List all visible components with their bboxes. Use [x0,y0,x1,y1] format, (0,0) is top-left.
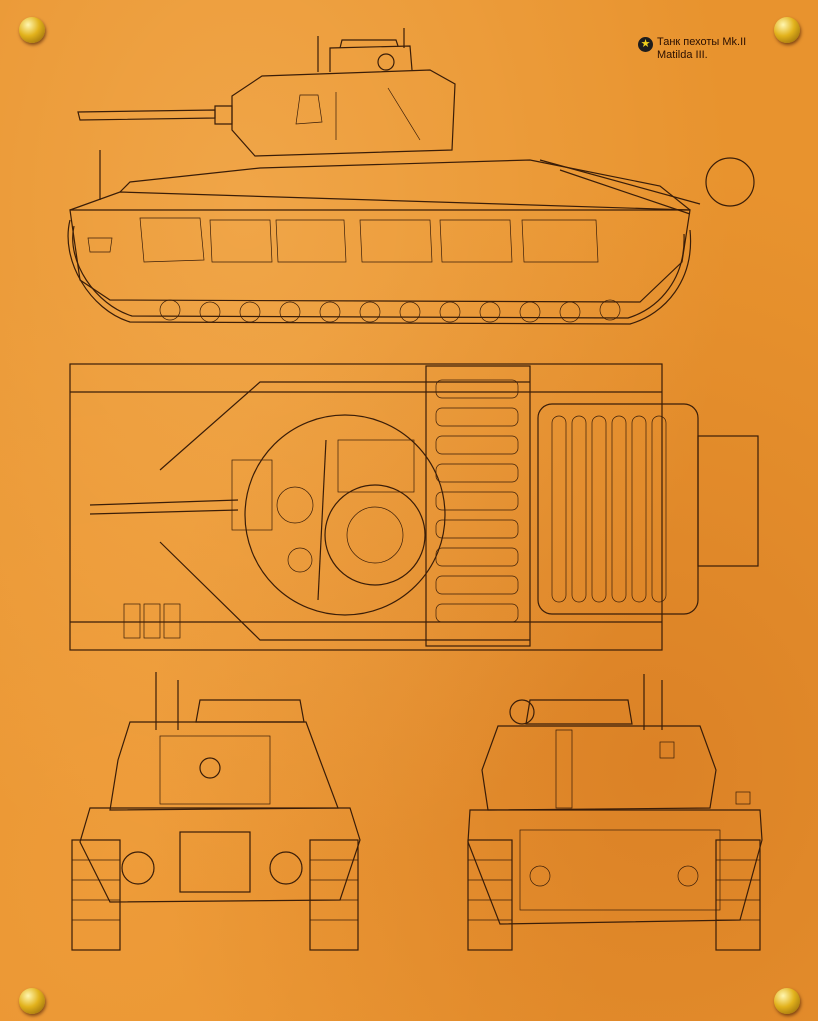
pushpin-icon [19,988,45,1014]
caption-line-1: Танк пехоты Mk.II [657,36,747,48]
drawing-caption: ★ Танк пехоты Mk.II Matilda III. [638,36,808,62]
pushpin-icon [774,17,800,43]
pushpin-icon [774,988,800,1014]
pushpin-icon [19,17,45,43]
star-icon: ★ [638,37,653,52]
caption-line-2: Matilda III. [657,49,708,61]
